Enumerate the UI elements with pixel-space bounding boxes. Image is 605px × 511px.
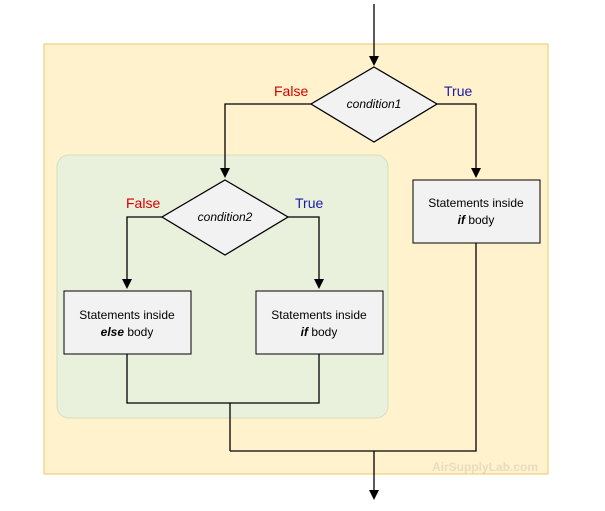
outer-merge-line	[230, 243, 477, 452]
else-body-box	[63, 290, 192, 355]
inner-if-body-box	[255, 290, 384, 355]
outer-if-body-line1: Statements inside	[428, 196, 524, 210]
condition2-diamond	[160, 179, 290, 256]
condition2-true-line	[288, 216, 324, 289]
else-rest: body	[124, 325, 153, 339]
else-keyword: else	[101, 325, 125, 339]
condition2-true-label: True	[295, 195, 323, 211]
else-body-line2: else body	[101, 325, 154, 339]
condition1-diamond	[309, 66, 439, 143]
inner-merge-line	[126, 354, 320, 404]
inner-if-rest: body	[308, 325, 337, 339]
condition2-label: condition2	[198, 210, 253, 224]
condition1-true-line	[437, 103, 481, 178]
outer-if-keyword: if	[458, 213, 466, 227]
outer-if-body-box	[412, 179, 541, 244]
condition2-false-line	[122, 216, 162, 289]
condition1-false-line	[220, 103, 311, 178]
inner-if-body-line2: if body	[301, 325, 338, 339]
outer-if-rest: body	[465, 213, 494, 227]
outer-if-body-line2: if body	[458, 213, 495, 227]
watermark: AirSupplyLab.com	[432, 460, 538, 474]
condition1-label: condition1	[347, 97, 402, 111]
condition1-true-label: True	[444, 83, 472, 99]
condition2-false-label: False	[126, 195, 160, 211]
inner-if-body-line1: Statements inside	[271, 308, 367, 322]
condition1-false-label: False	[274, 83, 308, 99]
else-body-line1: Statements inside	[79, 308, 175, 322]
inner-if-keyword: if	[301, 325, 309, 339]
